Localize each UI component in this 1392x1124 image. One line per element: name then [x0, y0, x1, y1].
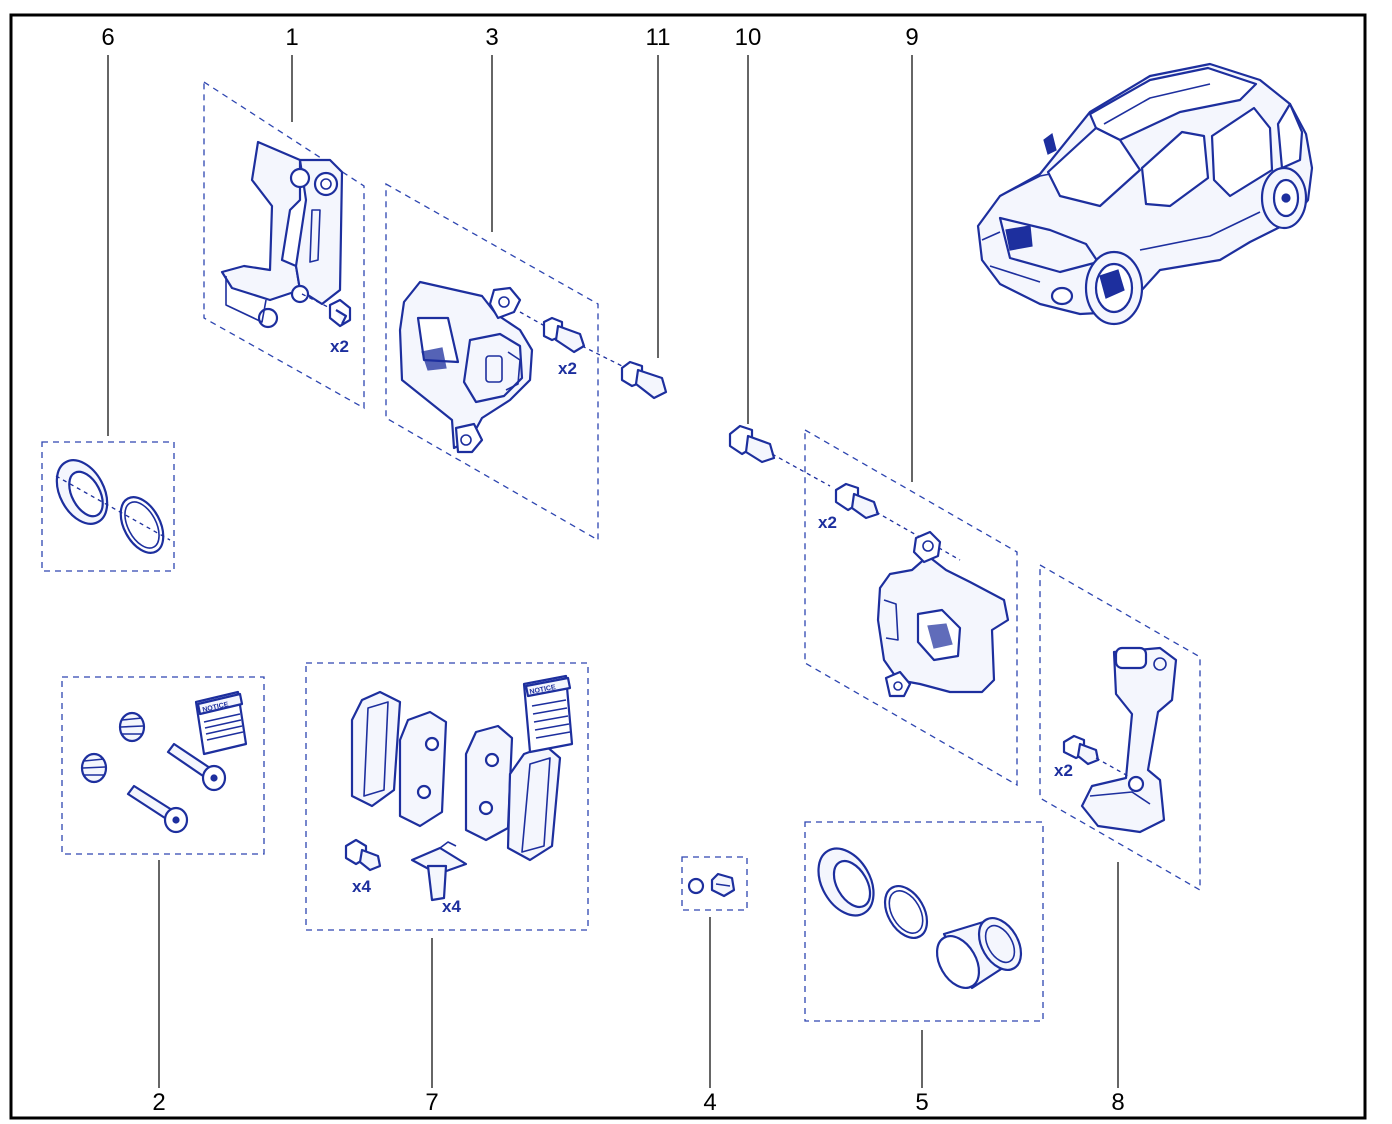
- bolt-part-1: [301, 293, 352, 328]
- callout-3: 3: [485, 24, 498, 51]
- caliper-body-left: [398, 280, 534, 454]
- brake-pad-1: [350, 690, 402, 808]
- guide-pin-boot-2: [80, 752, 108, 784]
- callout-5: 5: [915, 1089, 928, 1116]
- qty-label-caliper-right: x2: [818, 513, 837, 532]
- guide-pin-1: [166, 742, 227, 792]
- qty-label-bracket-left: x2: [330, 337, 349, 356]
- notice-label-2: NOTICE: [529, 684, 557, 696]
- qty-label-caliper-left: x2: [558, 359, 577, 378]
- bleed-screw-kit: [687, 872, 736, 898]
- callout-11: 11: [646, 24, 671, 51]
- brake-pad-3: [464, 724, 514, 842]
- vehicle-front-wheel: [1084, 250, 1144, 326]
- notice-booklet-2: NOTICE: [522, 674, 574, 754]
- diagram-border: [9, 13, 1367, 1120]
- callout-6: 6: [101, 24, 114, 51]
- callout-8: 8: [1111, 1089, 1124, 1116]
- notice-booklet-1: NOTICE: [194, 690, 248, 756]
- brake-pad-kit: NOTICE: [344, 674, 574, 902]
- bolt-part-11: [581, 345, 668, 400]
- brake-pad-2: [398, 710, 448, 828]
- pad-clip: [410, 841, 468, 902]
- pad-screw: [344, 838, 382, 872]
- qty-label-pad-clips: x4: [442, 897, 461, 916]
- caliper-bracket-right: [1080, 646, 1178, 834]
- qty-label-bracket-right: x2: [1054, 761, 1073, 780]
- bolt-part-3: [519, 311, 586, 354]
- group-outlines: [41, 80, 1201, 1022]
- bolt-part-8: [1062, 734, 1129, 777]
- leader-lines: [107, 55, 1119, 1088]
- callout-2: 2: [152, 1089, 165, 1116]
- callout-10: 10: [735, 24, 762, 51]
- bolt-part-10: [728, 424, 831, 487]
- piston-kit: [817, 847, 1023, 990]
- guide-pin-2: [126, 784, 189, 834]
- vehicle-rear-wheel: [1260, 166, 1308, 230]
- caliper-body-right: [876, 530, 1010, 698]
- vehicle-illustration: [976, 62, 1314, 326]
- caliper-bracket-left: [220, 140, 344, 329]
- callout-7: 7: [425, 1089, 438, 1116]
- guide-pin-kit: NOTICE: [80, 690, 248, 834]
- callout-4: 4: [703, 1089, 716, 1116]
- seal-kit: [55, 459, 171, 554]
- guide-pin-boot-1: [118, 711, 146, 743]
- piston: [935, 917, 1023, 990]
- brake-pad-4: [506, 744, 562, 862]
- callout-1: 1: [285, 24, 298, 51]
- qty-label-pad-screws: x4: [352, 877, 371, 896]
- callout-9: 9: [905, 24, 918, 51]
- bolt-part-9: [834, 482, 961, 561]
